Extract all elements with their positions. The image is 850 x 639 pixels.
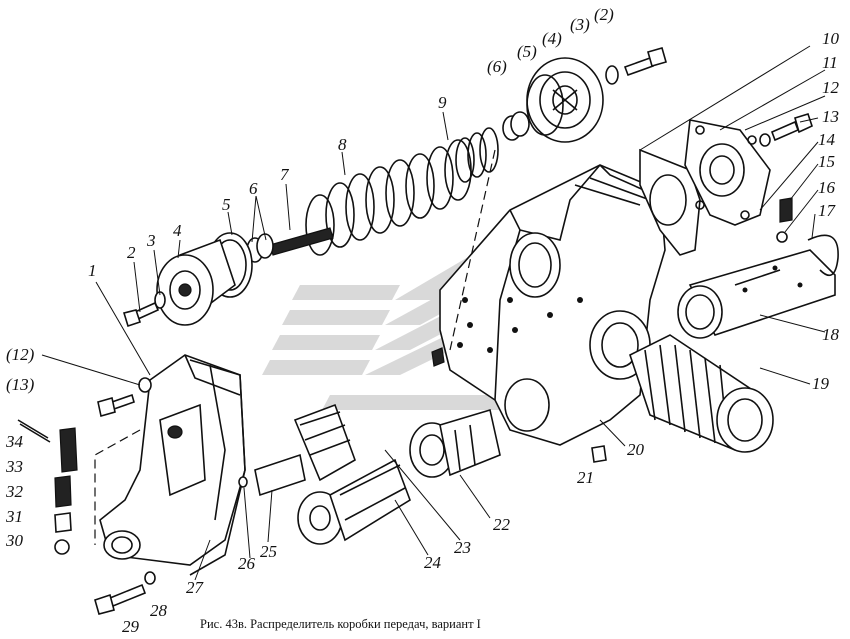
spring-32 [54,475,72,508]
sleeve-18 [677,249,836,339]
callout-9: 9 [438,93,447,112]
callout-15: 15 [818,152,835,171]
callout-19: 19 [812,374,830,393]
ball-16 [776,231,788,243]
callout-22: 22 [493,515,511,534]
callout-paren-2: (2) [594,5,614,24]
callout-paren-3: (3) [570,15,590,34]
sleeve-22 [409,408,501,478]
callout-20: 20 [627,440,645,459]
gasket-27 [189,359,246,576]
callout-labels: 1 2 3 4 5 6 7 8 9 10 11 12 13 14 15 16 1… [5,5,840,636]
cover-11 [684,119,771,226]
washer-28 [144,571,156,585]
gear-shaft-25 [254,403,356,497]
callout-31: 31 [5,507,23,526]
washer-upper-3 [605,65,619,85]
bolt-2 [122,301,160,328]
callout-11: 11 [822,53,838,72]
bolt-29 [94,583,147,615]
callout-12: 12 [822,78,840,97]
plug-21 [591,445,607,463]
rod-7 [269,227,334,256]
callout-4: 4 [173,221,182,240]
callout-1: 1 [88,261,97,280]
callout-paren-12: (12) [6,345,35,364]
callout-paren-13: (13) [6,375,35,394]
callout-33: 33 [5,457,23,476]
callout-7: 7 [280,165,290,184]
ring-upper-5 [526,74,564,136]
plug-31 [54,512,72,533]
callout-25: 25 [260,542,277,561]
callout-26: 26 [238,554,256,573]
callout-6: 6 [249,179,258,198]
bolt-upper-2 [623,47,667,77]
bolt-left-13 [97,393,135,418]
callout-23: 23 [454,538,471,557]
piston-4 [156,238,236,326]
callout-2: 2 [127,243,136,262]
leader-lines [41,45,826,581]
bolt-13 [770,113,813,142]
shaft-24 [297,458,411,545]
pin-26 [238,476,248,488]
valve-body-1 [99,354,246,566]
callout-3: 3 [146,231,156,250]
callout-14: 14 [818,130,836,149]
snap-ring-17 [807,234,839,277]
piston-upper-4 [526,57,604,143]
callout-21: 21 [577,468,594,487]
callout-13: 13 [822,107,839,126]
spring-9 [455,127,499,183]
callout-28: 28 [150,601,168,620]
callout-34: 34 [5,432,24,451]
washers-upper-6 [502,111,530,141]
bellows-19 [629,334,774,453]
spring-15 [779,197,793,223]
callout-30: 30 [5,531,24,550]
pin-23 [431,347,445,367]
callout-paren-4: (4) [542,29,562,48]
cotter-pin-34 [17,419,51,443]
figure-caption: Рис. 43в. Распределитель коробки передач… [200,617,481,631]
callout-16: 16 [818,178,836,197]
callout-27: 27 [186,578,205,597]
callout-32: 32 [5,482,24,501]
assembly-line-left [94,429,141,545]
callout-17: 17 [818,201,837,220]
callout-paren-6: (6) [487,57,507,76]
housing-bolt-holes [457,297,583,353]
callout-18: 18 [822,325,840,344]
assembly-line-center [449,149,496,351]
spring-33 [59,427,78,473]
callout-10: 10 [822,29,840,48]
ball-30 [54,539,70,555]
callout-24: 24 [424,553,442,572]
callout-paren-5: (5) [517,42,537,61]
washer-left-12 [138,377,152,393]
washer-12 [759,133,771,147]
callout-8: 8 [338,135,347,154]
callout-5: 5 [222,195,231,214]
callout-29: 29 [122,617,140,636]
